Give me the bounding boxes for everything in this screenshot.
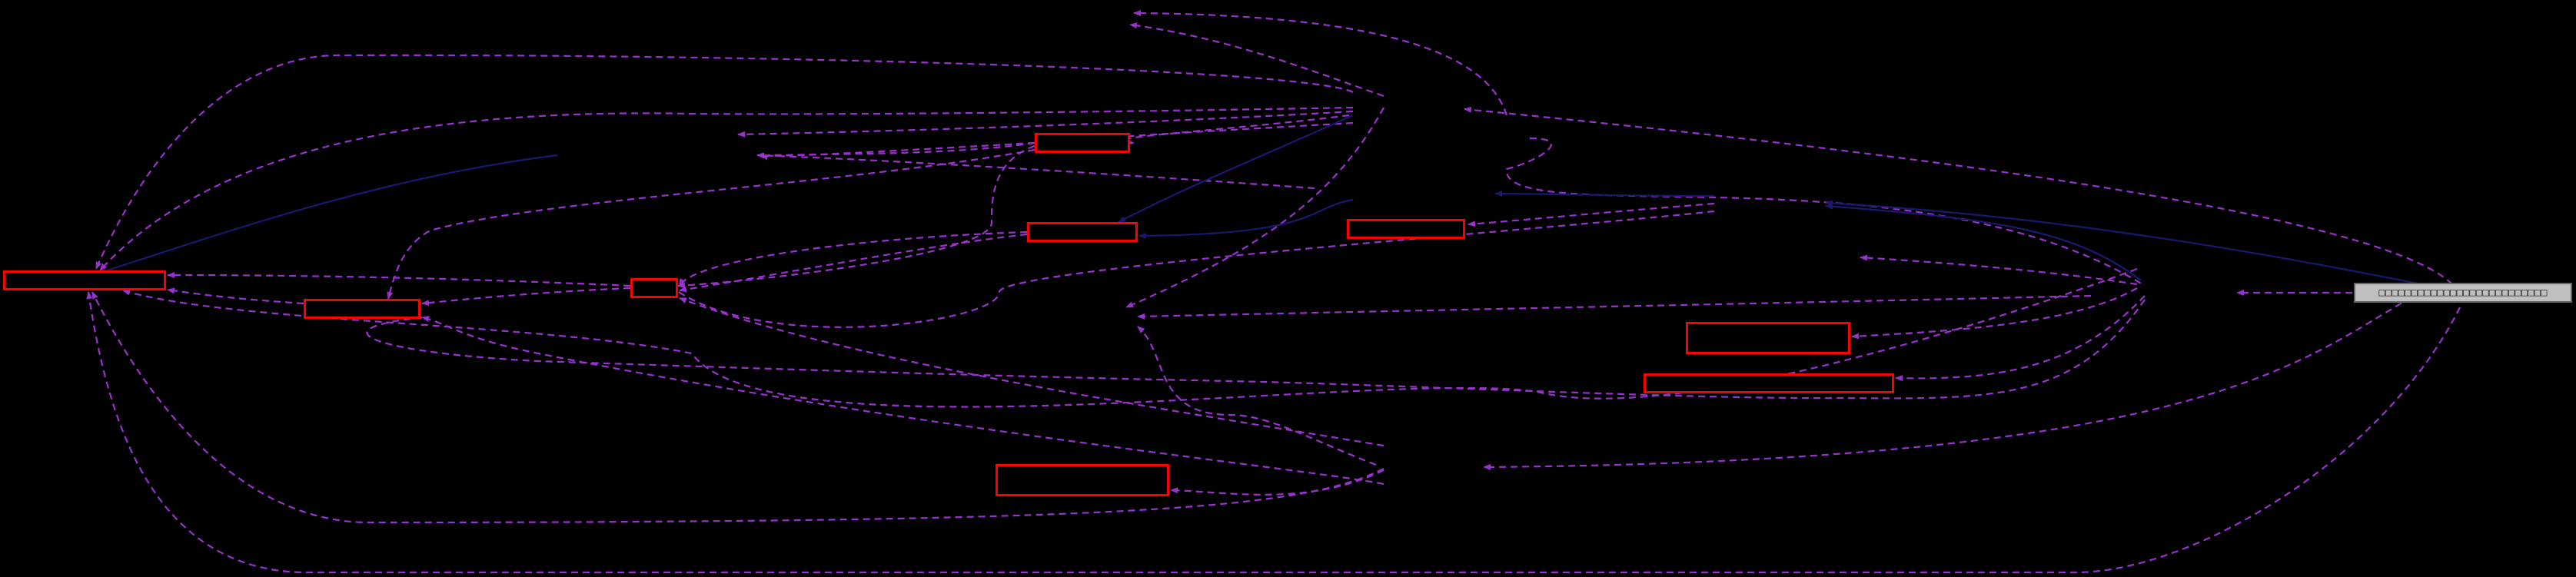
graph-node-1[interactable] [3, 270, 166, 290]
dashed-edges [86, 10, 2461, 574]
graph-node-6[interactable] [1347, 219, 1465, 239]
solid-edges [99, 114, 2422, 286]
graph-node-5[interactable] [1035, 133, 1130, 153]
graph-node-7[interactable] [1686, 322, 1850, 354]
graph-node-4[interactable] [1027, 222, 1138, 242]
graph-node-9[interactable] [995, 464, 1169, 496]
graph-node-3[interactable] [630, 278, 678, 298]
graph-node-2[interactable] [304, 299, 420, 319]
root-node[interactable]: □□□□□□□□□□□□□□□□□□□□□□□□□□ [2354, 283, 2572, 303]
graph-node-8[interactable] [1644, 373, 1894, 393]
root-node-label: □□□□□□□□□□□□□□□□□□□□□□□□□□ [2378, 287, 2548, 299]
